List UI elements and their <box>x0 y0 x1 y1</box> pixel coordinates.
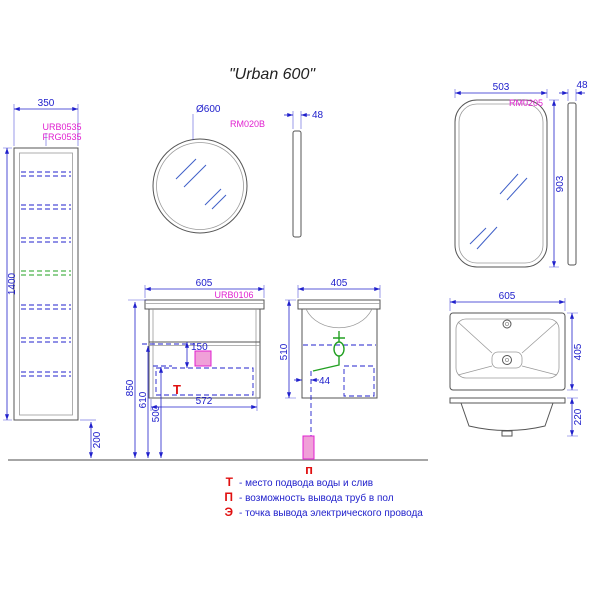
vanity-drawer-dim: 150 <box>191 342 208 353</box>
vanity-countertop <box>144 299 265 310</box>
vanity-inner-width-dim: 572 <box>196 396 213 407</box>
floor-pipe-marker-letter: п <box>305 462 313 477</box>
sink-height-dim: 220 <box>573 408 584 425</box>
vanity-side-body-outline <box>301 308 378 399</box>
tall-cabinet-shelf-lines <box>21 171 71 377</box>
rect-mirror-outline <box>454 99 548 268</box>
rect-mirror-frame <box>458 103 544 264</box>
round-mirror-drawing: Ø600 RM020B <box>152 104 265 234</box>
vanity-side-height-dim: 510 <box>279 343 290 360</box>
sink-side-flange <box>449 397 566 404</box>
tall-cabinet-drawing: 350 1400 URB0535 FRG0535 200 <box>3 98 103 458</box>
sink-basin-slope-lines <box>457 321 558 376</box>
sink-depth-dim: 405 <box>573 343 584 360</box>
round-mirror-side-outline <box>292 130 302 238</box>
tall-cabinet-gap-dim: 200 <box>92 431 103 448</box>
legend-text-pipe: - возможность вывода труб в пол <box>239 492 394 504</box>
vanity-side-countertop <box>297 299 381 310</box>
sink-drain-stub <box>501 430 513 437</box>
water-supply-marker-box <box>194 350 212 367</box>
sink-outline <box>449 312 566 391</box>
sink-basin-bottom <box>491 351 523 369</box>
legend-letter-electric: Э <box>224 505 233 519</box>
water-supply-marker-letter: Т <box>173 382 181 397</box>
round-mirror-diameter-dim: Ø600 <box>196 104 221 115</box>
vanity-height-dim: 850 <box>125 379 136 396</box>
round-mirror-frame <box>156 142 244 230</box>
tall-cabinet-adjustable-shelf-line <box>21 270 71 276</box>
rect-mirror-width-dim: 503 <box>493 82 510 93</box>
vanity-side-hidden-zone <box>343 365 375 397</box>
faucet-hole-center <box>504 321 509 326</box>
legend-text-water: - место подвода воды и слив <box>239 478 373 489</box>
tall-cabinet-inner-panel <box>19 152 73 416</box>
drawing-title: "Urban 600" <box>229 66 316 83</box>
sink-side-view: 220 <box>449 397 584 437</box>
vanity-front-view: 150 Т 605 URB0106 572 850 610 500 <box>125 278 265 458</box>
legend-letter-pipe: П <box>224 490 233 504</box>
tall-cabinet-code-1: URB0535 <box>42 122 81 132</box>
mirror-shine-marks <box>175 158 227 210</box>
round-mirror-thickness-dim: 48 <box>312 110 324 121</box>
tall-cabinet-width-dim: 350 <box>38 98 55 109</box>
floor-pipe-marker-box <box>302 435 315 460</box>
round-mirror-code: RM020B <box>230 119 265 129</box>
drain-hole-center <box>504 357 509 362</box>
sink-top-view: 605 405 <box>449 291 584 391</box>
legend: Т - место подвода воды и слив П - возмож… <box>224 475 423 519</box>
vanity-code: URB0106 <box>214 290 253 300</box>
legend-text-electric: - точка вывода электрического провода <box>239 508 423 519</box>
vanity-side-panels <box>152 309 257 398</box>
rect-mirror-code: RM0205 <box>509 98 543 108</box>
round-mirror-side-extension-lines <box>292 111 302 129</box>
rect-mirror-thickness-dim: 48 <box>576 80 588 91</box>
round-mirror-side-view: 48 <box>284 110 324 238</box>
rect-mirror-side-view: 48 <box>559 80 588 266</box>
floor-pipe-marker: п <box>302 435 315 477</box>
rect-mirror-side-extension-lines <box>567 89 577 101</box>
tall-cabinet-height-dim: 1400 <box>7 272 18 295</box>
drain-pipe-top <box>333 331 345 342</box>
legend-letter-water: Т <box>226 475 234 489</box>
tall-cabinet-code-2: FRG0535 <box>42 132 81 142</box>
vanity-side-depth-dim: 405 <box>331 278 348 289</box>
vanity-side-view: 44 405 510 <box>279 278 381 458</box>
sink-side-bowl <box>460 402 554 431</box>
rect-mirror-height-dim: 903 <box>555 175 566 192</box>
vanity-outlet-height-dim: 500 <box>151 405 162 422</box>
vanity-hidden-zone <box>155 367 254 396</box>
drain-pipe-bottom <box>312 356 340 372</box>
vanity-width-dim: 605 <box>196 278 213 289</box>
sink-width-dim: 605 <box>499 291 516 302</box>
sink-basin-rim <box>455 318 560 379</box>
pipe-offset-dim: 44 <box>319 376 331 387</box>
rect-mirror-side-outline <box>567 102 577 266</box>
drain-hole <box>502 355 512 365</box>
vanity-drain-height-dim: 610 <box>138 391 149 408</box>
faucet-hole <box>502 319 512 329</box>
rect-mirror-drawing: 503 RM0205 903 <box>454 82 566 268</box>
basin-profile-curve <box>305 308 373 329</box>
round-mirror-outline <box>152 138 248 234</box>
rect-mirror-shine-marks <box>469 173 528 250</box>
tall-cabinet-outline <box>13 147 79 421</box>
